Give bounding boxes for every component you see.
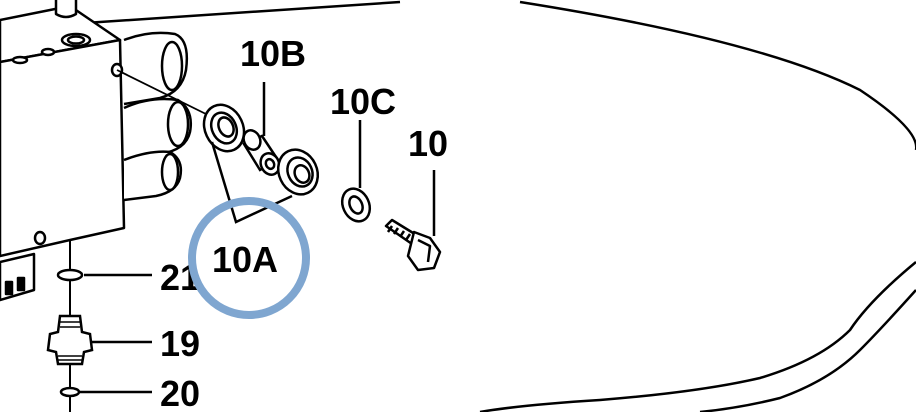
bottom-fittings <box>46 240 94 412</box>
sleeve-10b <box>242 129 281 176</box>
callout-10c: 10C <box>330 81 396 122</box>
callout-10: 10 <box>408 123 448 164</box>
washer-10a-left <box>202 103 246 153</box>
highlight-circle <box>188 197 310 319</box>
washer-10c <box>340 187 372 223</box>
o-ring-20 <box>59 386 81 398</box>
o-ring-21 <box>56 268 84 282</box>
callout-10b: 10B <box>240 33 306 74</box>
washer-10a-right <box>276 148 320 196</box>
callout-19: 19 <box>160 323 200 364</box>
housing-outline <box>39 0 916 412</box>
callout-10a: 10A <box>212 239 278 280</box>
valve-block <box>0 0 192 302</box>
assembly-axis-line <box>116 69 211 117</box>
leader-lines <box>80 82 436 394</box>
adapter-19 <box>46 314 94 366</box>
callout-20: 20 <box>160 373 200 412</box>
bolt-10 <box>384 218 442 272</box>
